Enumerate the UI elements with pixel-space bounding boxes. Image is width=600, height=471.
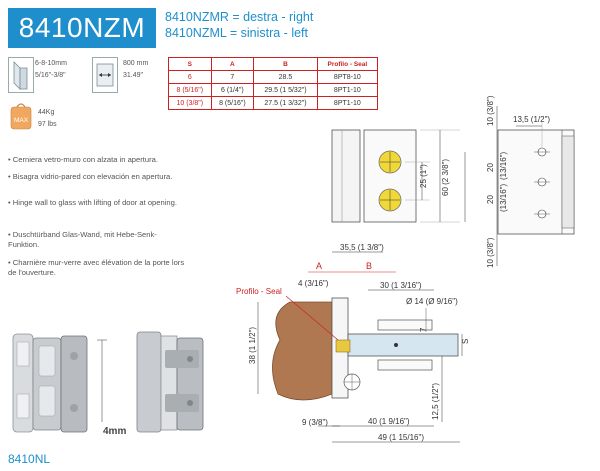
description-it: • Cerniera vetro-muro con alzata in aper… xyxy=(8,155,158,164)
glass-thickness-in: 5/16"-3/8" xyxy=(35,72,66,79)
max-weight-lbs: 97 lbs xyxy=(38,121,57,128)
table-cell: 8 (5/16") xyxy=(168,83,212,97)
table-cell: 10 (3/8") xyxy=(168,96,212,110)
dim-14: Ø 14 (Ø 9/16") xyxy=(406,297,458,306)
table-header-b: B xyxy=(253,57,318,71)
dim-7: 7 xyxy=(419,327,428,332)
table-cell: 8 (5/16") xyxy=(210,96,255,110)
table-header-row: S A B Profilo - Seal xyxy=(168,57,379,71)
profile-seal-callout: Profilo - Seal xyxy=(236,287,282,296)
door-width-icon-box xyxy=(92,57,118,93)
product-illustration xyxy=(12,331,204,433)
dim-4: 4 (3/16") xyxy=(298,279,329,288)
dim-49: 49 (1 15/16") xyxy=(378,433,424,442)
description-fr: • Charnière mur-verre avec élévation de … xyxy=(8,258,185,277)
table-header-a: A xyxy=(210,57,255,71)
table-cell: 6 xyxy=(168,70,212,84)
hinge-photo-front xyxy=(12,333,88,433)
description-en: • Hinge wall to glass with lifting of do… xyxy=(8,198,177,207)
max-weight-kg: 44Kg xyxy=(38,109,55,116)
section-drawing: Profilo - Seal 35,5 (1 3/8") A B 4 (3/16… xyxy=(236,244,470,443)
dimension-table: S A B Profilo - Seal 6 7 28.5 8PT8-10 8 … xyxy=(168,57,379,110)
dim-40: 40 (1 9/16") xyxy=(368,417,410,426)
table-cell: 8PT8-10 xyxy=(316,70,379,84)
dim-a-label: A xyxy=(316,261,322,271)
hinge-photo-back xyxy=(136,331,204,433)
model-title: 8410NZM xyxy=(8,8,156,48)
table-row: 8 (5/16") 6 (1/4") 29.5 (1 5/32") 8PT1-1… xyxy=(168,83,379,97)
dim-bottom-gap: 10 (3/8") xyxy=(486,237,495,268)
glass-thickness-icon-box xyxy=(8,57,34,93)
table-cell: 27.5 (1 3/32") xyxy=(253,96,318,110)
table-header-s: S xyxy=(168,57,212,71)
door-width-in: 31.49" xyxy=(123,72,144,79)
table-row: 6 7 28.5 8PT8-10 xyxy=(168,70,379,84)
max-weight-icon-box: MAX xyxy=(8,99,32,133)
dim-35-5: 35,5 (1 3/8") xyxy=(340,244,384,252)
dim-span-20b: 20 xyxy=(486,195,495,204)
glass-panel-icon xyxy=(13,61,28,90)
dim-30: 30 (1 3/16") xyxy=(380,281,422,290)
dim-height: 60 (2 3/8") xyxy=(441,159,450,196)
dim-9: 9 (3/8") xyxy=(302,418,328,427)
dim-hole-spacing: 25 (1") xyxy=(419,164,428,188)
door-width-mm: 800 mm xyxy=(123,60,149,67)
weight-icon: MAX xyxy=(10,103,32,130)
table-cell: 28.5 xyxy=(253,70,318,84)
dim-top-gap: 10 (3/8") xyxy=(486,96,495,126)
dim-right-offset: 13,5 (1/2") xyxy=(513,115,550,124)
table-cell: 7 xyxy=(210,70,255,84)
table-cell: 8PT1-10 xyxy=(316,83,379,97)
table-cell: 6 (1/4") xyxy=(210,83,255,97)
variant-left: 8410NZML = sinistra - left xyxy=(165,26,308,40)
dim-span-20a-in: (13/16") xyxy=(499,151,508,180)
table-row: 10 (3/8") 8 (5/16") 27.5 (1 3/32") 8PT1-… xyxy=(168,96,379,110)
table-header-seal: Profilo - Seal xyxy=(316,57,379,71)
footer-model-code: 8410NL xyxy=(8,452,51,466)
dim-span-20b-in: (13/16") xyxy=(499,183,508,212)
table-cell: 8PT1-10 xyxy=(316,96,379,110)
variant-right: 8410NZMR = destra - right xyxy=(165,10,314,24)
description-de: • Duschtürband Glas-Wand, mit Hebe-Senk-… xyxy=(8,230,157,249)
max-label: MAX xyxy=(14,117,29,124)
glass-thickness-mm: 6-8-10mm xyxy=(35,60,67,67)
table-cell: 29.5 (1 5/32") xyxy=(253,83,318,97)
thickness-label: 4mm xyxy=(103,426,127,437)
dim-12-5: 12,5 (1/2") xyxy=(431,383,440,420)
width-arrows-icon xyxy=(96,63,114,87)
dim-span-20a: 20 xyxy=(486,163,495,172)
dim-b-label: B xyxy=(366,261,372,271)
dim-s: S xyxy=(461,339,470,344)
dim-38: 38 (1 1/2") xyxy=(248,327,257,364)
description-es: • Bisagra vidrio-pared con elevación en … xyxy=(8,172,173,181)
front-elevation-drawing: 25 (1") 60 (2 3/8") 10 (3/8") 10 (3/8") … xyxy=(331,96,575,268)
